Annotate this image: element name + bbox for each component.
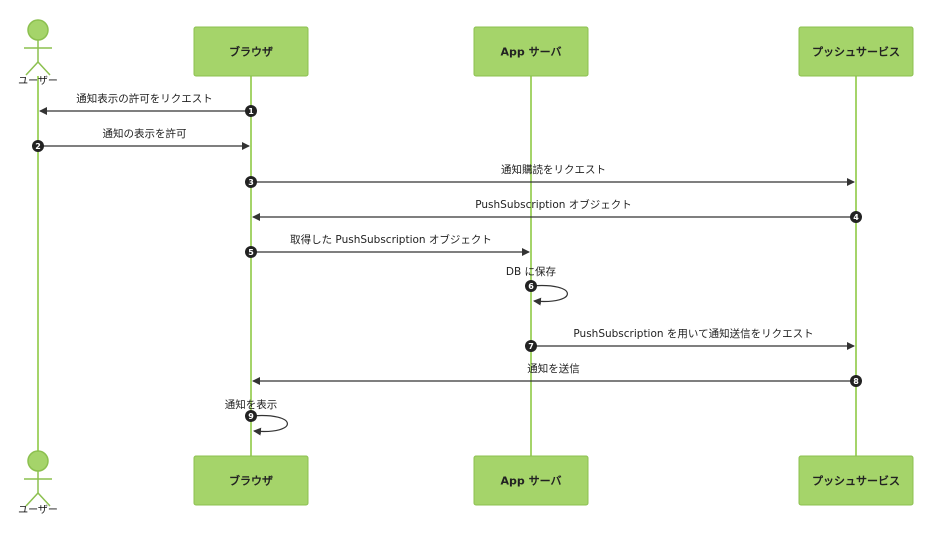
participants-bottom: ユーザー ブラウザ App サーバ プッシュサービス bbox=[18, 450, 914, 516]
actor-user-bottom: ユーザー bbox=[18, 450, 58, 516]
message-number-badge bbox=[32, 140, 44, 152]
actor-legs bbox=[25, 491, 51, 507]
message-label: 通知を送信 bbox=[527, 362, 580, 375]
message-number: 8 bbox=[853, 377, 859, 386]
message-number-badge bbox=[245, 105, 257, 117]
actor-label: ユーザー bbox=[18, 75, 58, 87]
participant-browser-bottom: ブラウザ bbox=[193, 455, 309, 506]
participant-label: ブラウザ bbox=[229, 45, 273, 59]
actor-head bbox=[27, 19, 49, 41]
participant-label: App サーバ bbox=[501, 475, 562, 488]
message-number-badge bbox=[850, 375, 862, 387]
message-3: 3 通知購読をリクエスト bbox=[245, 163, 855, 188]
message-7: 7 PushSubscription を用いて通知送信をリクエスト bbox=[525, 327, 855, 352]
participant-server-top: App サーバ bbox=[473, 26, 589, 77]
participant-box bbox=[798, 26, 914, 77]
message-number: 6 bbox=[528, 282, 534, 291]
participant-box bbox=[798, 455, 914, 506]
messages: 1通知表示の許可をリクエスト2通知の表示を許可3通知購読をリクエスト4PushS… bbox=[32, 92, 862, 436]
actor-label: ユーザー bbox=[18, 504, 58, 516]
message-number: 1 bbox=[248, 107, 254, 116]
message-number: 7 bbox=[528, 342, 534, 351]
message-number-badge bbox=[245, 176, 257, 188]
message-8: 8 通知を送信 bbox=[252, 362, 862, 387]
participant-box bbox=[473, 26, 589, 77]
message-label: DB に保存 bbox=[506, 265, 557, 278]
lifelines bbox=[37, 76, 857, 456]
participant-box bbox=[473, 455, 589, 506]
message-number: 2 bbox=[35, 142, 41, 151]
participant-push-bottom: プッシュサービス bbox=[798, 455, 914, 506]
message-number-badge bbox=[245, 246, 257, 258]
message-number: 9 bbox=[248, 412, 254, 421]
message-5: 5 取得した PushSubscription オブジェクト bbox=[245, 233, 530, 258]
participant-browser-top: ブラウザ bbox=[193, 26, 309, 77]
message-label: 通知を表示 bbox=[225, 398, 278, 411]
message-4: 4 PushSubscription オブジェクト bbox=[252, 198, 862, 223]
message-number-badge bbox=[850, 211, 862, 223]
participant-label: App サーバ bbox=[501, 46, 562, 59]
participant-label: プッシュサービス bbox=[812, 474, 900, 488]
message-arrow bbox=[250, 414, 288, 436]
message-number: 4 bbox=[853, 213, 859, 222]
message-number-badge bbox=[525, 280, 537, 292]
participant-server-bottom: App サーバ bbox=[473, 455, 589, 506]
message-number-badge bbox=[525, 340, 537, 352]
actor-user-top: ユーザー bbox=[18, 19, 58, 87]
message-label: 通知の表示を許可 bbox=[103, 127, 187, 140]
participant-label: プッシュサービス bbox=[812, 45, 900, 59]
message-6: 6 DB に保存 bbox=[506, 265, 568, 306]
message-number-badge bbox=[245, 410, 257, 422]
message-label: 通知表示の許可をリクエスト bbox=[76, 92, 213, 105]
message-label: PushSubscription オブジェクト bbox=[475, 198, 632, 211]
actor-head bbox=[27, 450, 49, 472]
message-1: 1 通知表示の許可をリクエスト bbox=[39, 92, 257, 117]
participants-top: ユーザー ブラウザ App サーバ プッシュサービス bbox=[18, 19, 914, 87]
message-label: 通知購読をリクエスト bbox=[501, 163, 606, 176]
message-arrow bbox=[530, 284, 568, 306]
message-2: 2 通知の表示を許可 bbox=[32, 127, 250, 152]
message-number: 5 bbox=[248, 248, 254, 257]
message-label: 取得した PushSubscription オブジェクト bbox=[290, 233, 492, 246]
actor-legs bbox=[25, 60, 51, 76]
participant-box bbox=[193, 26, 309, 77]
message-number: 3 bbox=[248, 178, 254, 187]
participant-box bbox=[193, 455, 309, 506]
message-label: PushSubscription を用いて通知送信をリクエスト bbox=[573, 327, 813, 340]
participant-label: ブラウザ bbox=[229, 474, 273, 488]
participant-push-top: プッシュサービス bbox=[798, 26, 914, 77]
